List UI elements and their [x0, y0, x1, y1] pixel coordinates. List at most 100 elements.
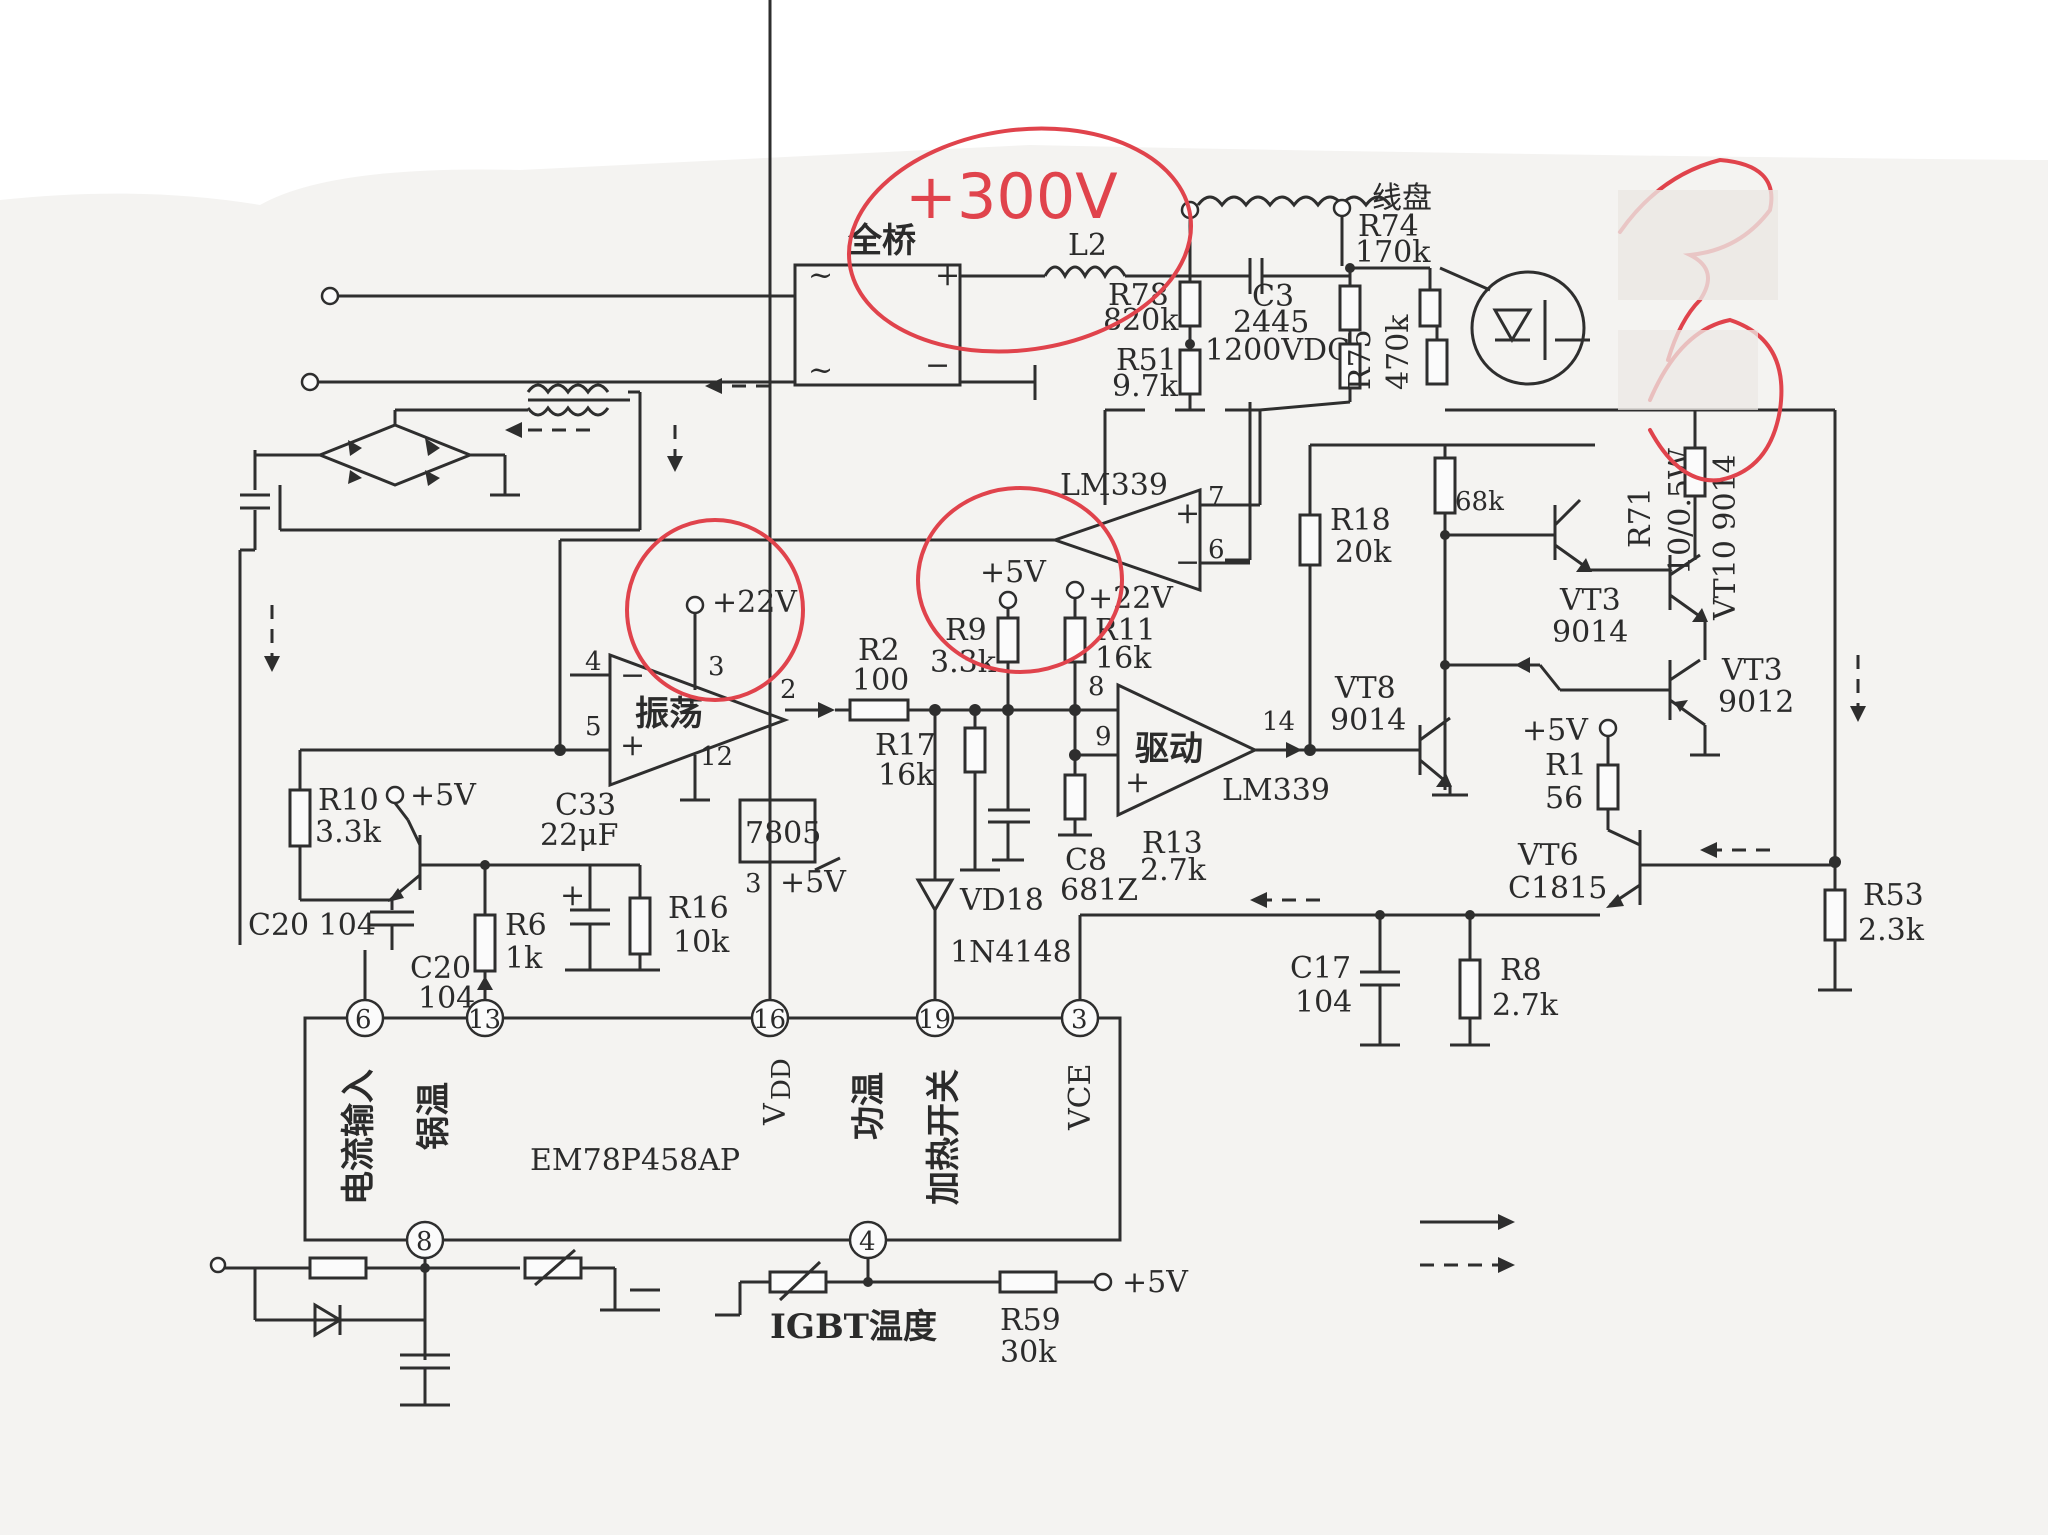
schematic-label: 1k [505, 941, 543, 976]
schematic-label: 681Z [1060, 873, 1138, 908]
schematic-label: + [935, 258, 960, 293]
schematic-label: VCE [1063, 1063, 1098, 1131]
oscillator-label: 振荡 [635, 694, 703, 734]
schematic-label: R75 [1343, 329, 1378, 390]
schematic-label: R17 [875, 728, 936, 763]
annotation-300v: +300V [905, 160, 1118, 233]
schematic-label: 30k [1000, 1335, 1057, 1370]
driver-label: 驱动 [1135, 729, 1203, 769]
schematic-label: C20 104 [248, 908, 376, 943]
schematic-label: 16 [753, 1005, 786, 1035]
paper-sheet [0, 145, 2048, 1535]
resistor-pot-input [308, 1256, 368, 1280]
schematic-label: 2 [780, 675, 797, 705]
igbt-icon [1470, 270, 1586, 386]
schematic-label: +22V [712, 585, 798, 620]
power-input-section: 全桥 ~ ~ + − L2 线盘 R78 820k R51 9.7k [300, 181, 1590, 562]
resistor-r17-body [963, 726, 987, 774]
schematic-label: 6 [355, 1005, 372, 1035]
schematic-label: 9014 [1552, 615, 1628, 650]
schematic-label: 8 [1088, 672, 1105, 702]
schematic-label: 电流输入 [339, 1069, 379, 1205]
schematic-label: 3 [745, 869, 762, 899]
schematic-label: 4 [585, 647, 602, 677]
schematic-label: R1 [1545, 748, 1587, 783]
schematic-label: +22V [1088, 581, 1174, 616]
annotation-circle-22v [625, 518, 805, 702]
resistor-r68 [1433, 456, 1457, 515]
schematic-label: R59 [1000, 1303, 1061, 1338]
regulator-7805 [738, 798, 817, 864]
schematic-label: C20 [410, 951, 471, 986]
resistor-r51 [1178, 348, 1202, 396]
resistor-r18 [1298, 513, 1322, 567]
schematic-label: 13 [468, 1005, 501, 1035]
schematic-label: − [1175, 545, 1200, 580]
schematic-label: VT3 [1721, 653, 1783, 688]
schematic-label: 2.3k [1858, 913, 1925, 948]
resistor-r78 [1178, 280, 1202, 328]
schematic-label: 10k [673, 925, 730, 960]
schematic-label: VT8 [1334, 671, 1396, 706]
schematic-label: 3.3k [930, 645, 997, 680]
schematic-label: + [1125, 765, 1150, 800]
schematic-label: LM339 [1060, 468, 1168, 503]
schematic-label: +5V [1522, 713, 1589, 748]
schematic-label: VD18 [959, 883, 1044, 918]
schematic-label: R18 [1330, 503, 1391, 538]
schematic-label: 16k [878, 758, 935, 793]
schematic-label: R53 [1863, 878, 1924, 913]
schematic-label: 170k [1355, 235, 1431, 270]
schematic-label: 3.3k [315, 815, 382, 850]
schematic-label: 9 [1095, 722, 1112, 752]
schematic-label: 22μF [540, 818, 619, 853]
resistor-r2 [848, 698, 910, 722]
coil-winding [1196, 195, 1392, 208]
schematic-label: 9012 [1718, 685, 1794, 720]
resistor-r6 [473, 913, 497, 973]
schematic-label: VT6 [1517, 838, 1579, 873]
schematic-label: 68k [1455, 487, 1504, 517]
schematic-label: 7 [1208, 482, 1225, 512]
schematic-label: R16 [668, 891, 729, 926]
schematic-label: R8 [1500, 953, 1542, 988]
schematic-label: R13 [1142, 826, 1203, 861]
schematic-label: R9 [945, 613, 987, 648]
inductor-l2 [1043, 265, 1127, 280]
schematic-label: 56 [1545, 781, 1583, 816]
schematic-label: 12 [700, 742, 733, 772]
schematic-label: − [925, 348, 950, 383]
schematic-label: + [560, 878, 585, 913]
schematic-label: C1815 [1508, 871, 1607, 906]
schematic-label: 104 [1295, 985, 1352, 1020]
schematic-label: C17 [1290, 951, 1351, 986]
schematic-label: C3 [1252, 279, 1294, 314]
timing-network: R2 100 R17 16k +5V R9 3.3k +22V R11 16k [835, 555, 1174, 1015]
schematic-label: 9014 [1330, 703, 1406, 738]
schematic-label: 2.7k [1140, 853, 1207, 888]
resistor-r9 [996, 616, 1020, 664]
schematic-label: R2 [858, 633, 900, 668]
schematic-label: C8 [1065, 843, 1107, 878]
schematic-label: VT3 [1559, 583, 1621, 618]
schematic-label: 锅温 [414, 1082, 454, 1150]
resistor-r8 [1458, 958, 1482, 1020]
resistor-r74 [1338, 284, 1362, 332]
schematic-label: + [1175, 496, 1200, 531]
resistor-r68-upper [1418, 288, 1442, 328]
schematic-label: DD [767, 1058, 797, 1100]
schematic-label: +5V [410, 778, 477, 813]
aux-supply-section [238, 378, 770, 945]
redaction-patch [1618, 330, 1758, 410]
schematic-label: 3 [1071, 1005, 1088, 1035]
schematic-label: 1N4148 [950, 935, 1072, 970]
schematic-label: R74 [1358, 209, 1419, 244]
schematic-label: 加热开关 [924, 1069, 964, 1205]
resistor-r1 [1596, 763, 1620, 811]
schematic-label: 5 [585, 712, 602, 742]
bridge-rectifier [793, 263, 962, 387]
schematic-label: 2.7k [1492, 988, 1559, 1023]
schematic-label: +5V [780, 865, 847, 900]
schematic-label: ~ [808, 258, 833, 293]
